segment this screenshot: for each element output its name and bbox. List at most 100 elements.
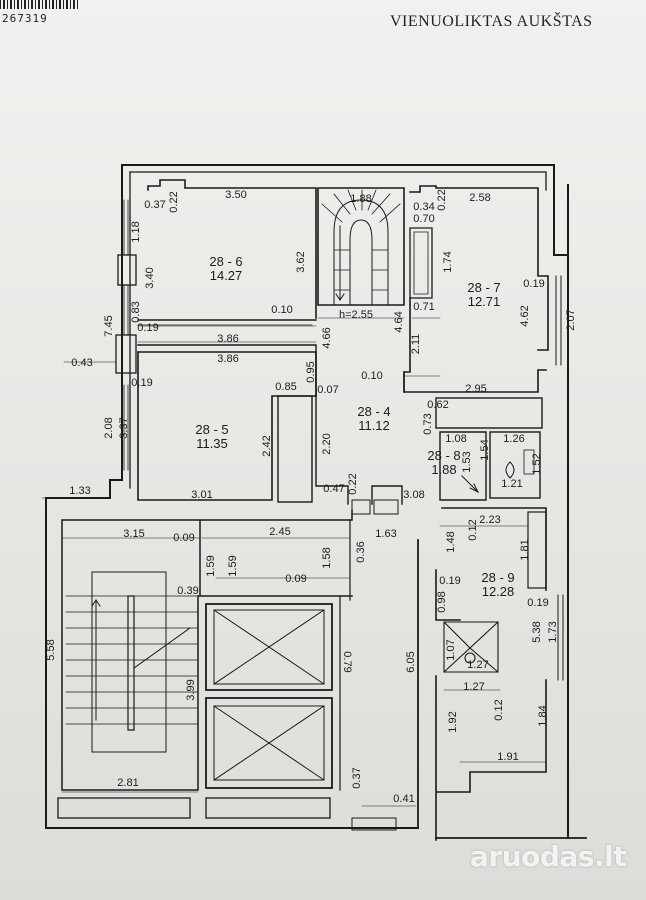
dimension-label: 1.27 xyxy=(463,681,484,693)
dimension-label: 1.63 xyxy=(375,528,396,540)
dimension-label: h=2.55 xyxy=(339,309,373,321)
dimension-label: 0.19 xyxy=(137,322,158,334)
window xyxy=(115,334,137,374)
stairwell xyxy=(317,187,405,306)
dimension-label: 1.21 xyxy=(501,478,522,490)
outer-wall xyxy=(129,171,547,191)
dimension-label: 1.26 xyxy=(503,433,524,445)
dimension-label: 1.73 xyxy=(547,621,559,642)
window xyxy=(123,384,129,471)
room-area: 11.12 xyxy=(358,418,390,433)
dimension-label: 1.74 xyxy=(442,251,454,272)
wall-28-6 xyxy=(137,344,317,353)
dimension-label: 3.62 xyxy=(295,251,307,272)
dimension-label: 1.81 xyxy=(519,539,531,560)
lobby-wall xyxy=(339,519,351,791)
dimension-label: 1.48 xyxy=(445,531,457,552)
dimension-label: 2.08 xyxy=(103,417,115,438)
dimension-label: 4.62 xyxy=(519,305,531,326)
stair-arrow xyxy=(91,599,191,721)
door-swing xyxy=(461,475,480,494)
dimension-label: 3.50 xyxy=(225,189,246,201)
shower-drain xyxy=(464,652,476,664)
dimension-label: 1.52 xyxy=(531,453,543,474)
document-number: 267319 xyxy=(2,12,48,25)
ventilation xyxy=(57,797,191,819)
dimension-label: 1.27 xyxy=(467,659,488,671)
dimension-label: 0.83 xyxy=(130,301,142,322)
dimension-label: 6.05 xyxy=(405,651,417,672)
dimension-label: 2.95 xyxy=(465,383,486,395)
kitchen-counter xyxy=(527,511,547,589)
dimension-label: 7.45 xyxy=(103,315,115,336)
stair-curve xyxy=(321,189,401,291)
window xyxy=(123,199,129,336)
dimension-label: 1.33 xyxy=(69,485,90,497)
wall-28-7 xyxy=(409,185,549,351)
room-id: 28 - 4 xyxy=(357,404,390,419)
dimension-label: 0.71 xyxy=(413,301,434,313)
dimension-label: 1.84 xyxy=(537,705,549,726)
dimension-label: 2.23 xyxy=(479,514,500,526)
room-id: 28 - 9 xyxy=(481,570,514,585)
dimension-label: 2.81 xyxy=(117,777,138,789)
dimension-label: 0.10 xyxy=(271,304,292,316)
dimension-label: 0.19 xyxy=(523,278,544,290)
dimension-label: 3.08 xyxy=(403,489,424,501)
elevator-shaft xyxy=(205,697,333,789)
dimension-label: 1.58 xyxy=(321,547,333,568)
room-area: 12.71 xyxy=(468,294,501,309)
dimension-label: 3.37 xyxy=(118,417,130,438)
dimension-label: 0.85 xyxy=(275,381,296,393)
dimension-label: 5.38 xyxy=(531,621,543,642)
stair-arrow xyxy=(335,225,345,301)
outer-wall xyxy=(121,164,555,256)
dimension-label: 3.86 xyxy=(217,353,238,365)
ventilation xyxy=(205,797,331,819)
barcode xyxy=(0,0,80,9)
dimension-label: 0.12 xyxy=(493,699,505,720)
room-id: 28 - 5 xyxy=(195,422,228,437)
dimension-label: 0.10 xyxy=(361,370,382,382)
stair-hall-wall xyxy=(61,509,353,791)
dimension-label: 0.19 xyxy=(131,377,152,389)
dimension-label: 1.91 xyxy=(497,751,518,763)
stair-rail xyxy=(127,595,135,731)
stair-steps xyxy=(65,595,199,725)
dimension-label: 1.59 xyxy=(205,555,217,576)
stair-block xyxy=(91,571,167,753)
window xyxy=(555,275,562,366)
column xyxy=(277,395,313,503)
dimension-label: 2.20 xyxy=(321,433,333,454)
shower xyxy=(489,431,541,499)
elevator-shaft xyxy=(205,603,333,691)
elevator-cross xyxy=(213,705,325,781)
sink xyxy=(523,449,535,475)
dimension-label: 0.43 xyxy=(71,357,92,369)
dimension-label: 0.79 xyxy=(341,651,353,672)
dimension-label: 1.88 xyxy=(350,193,371,205)
dimension-label: 1.59 xyxy=(227,555,239,576)
closet xyxy=(435,397,543,429)
elevator-car xyxy=(213,705,325,781)
wall-28-7 xyxy=(409,227,433,299)
dimension-label: 0.47 xyxy=(323,483,344,495)
room-id: 28 - 7 xyxy=(467,280,500,295)
dimension-label: 2.58 xyxy=(469,192,490,204)
dimension-label: 0.19 xyxy=(439,575,460,587)
dimension-label: 0.22 xyxy=(436,189,448,210)
dimension-label: 0.98 xyxy=(436,591,448,612)
dimension-label: 0.07 xyxy=(317,384,338,396)
room-area: 11.35 xyxy=(196,436,228,451)
dimension-label: 0.09 xyxy=(173,532,194,544)
dimension-label: 0.19 xyxy=(527,597,548,609)
dimension-label: 2.07 xyxy=(565,309,577,330)
elevator-cross xyxy=(213,609,325,685)
dimension-label: 0.34 xyxy=(413,201,434,213)
wall-28-8 xyxy=(439,431,487,501)
door xyxy=(351,817,397,831)
wall-28-4 xyxy=(315,351,403,505)
dimension-label: 2.42 xyxy=(261,435,273,456)
